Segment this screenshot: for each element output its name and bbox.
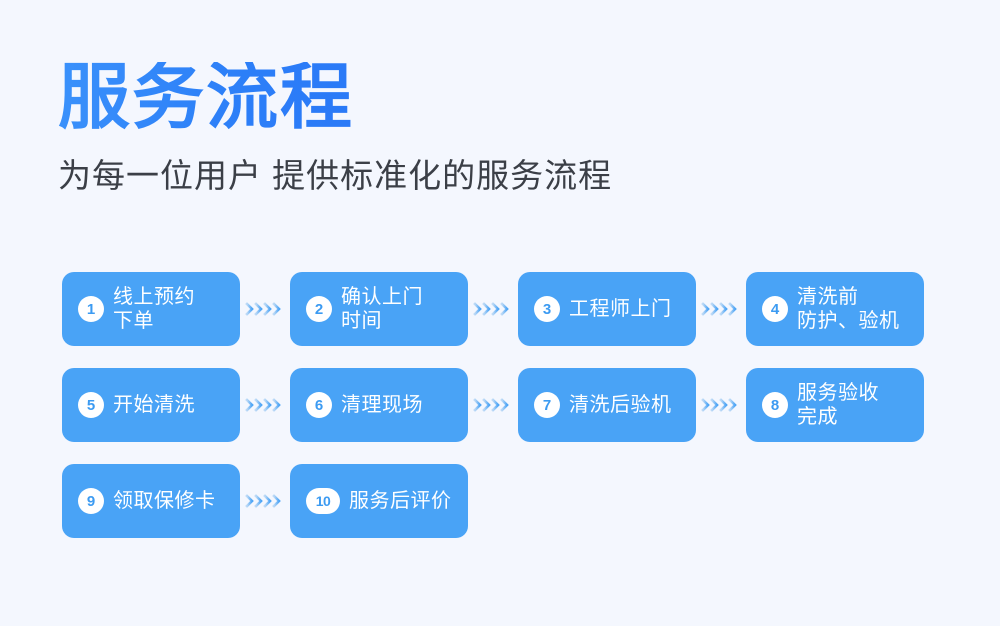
step-number-badge: 2 [306, 296, 332, 322]
step-card-10[interactable]: 10 服务后评价 [290, 464, 468, 538]
step-label: 清洗后验机 [569, 393, 672, 416]
step-label: 确认上门 时间 [341, 285, 423, 332]
process-flow: 1 线上预约 下单 2 确认上门 时间 3 工程师上门 4 清洗前 防护、验机 5 开始清洗 6 清理… [62, 272, 942, 538]
flow-row-2: 5 开始清洗 6 清理现场 7 清洗后验机 8 服务验收 完成 [62, 368, 942, 442]
step-number-badge: 10 [306, 488, 340, 514]
step-number-badge: 9 [78, 488, 104, 514]
arrow-spacer [468, 491, 518, 511]
step-number-badge: 3 [534, 296, 560, 322]
step-label: 服务后评价 [349, 489, 452, 512]
step-card-8[interactable]: 8 服务验收 完成 [746, 368, 924, 442]
step-card-6[interactable]: 6 清理现场 [290, 368, 468, 442]
step-card-4[interactable]: 4 清洗前 防护、验机 [746, 272, 924, 346]
chevrons-right-icon [468, 299, 518, 319]
chevrons-right-icon [696, 299, 746, 319]
chevrons-right-icon [468, 395, 518, 415]
step-card-5[interactable]: 5 开始清洗 [62, 368, 240, 442]
arrow-spacer [924, 299, 974, 319]
step-number-badge: 7 [534, 392, 560, 418]
step-label: 清洗前 防护、验机 [797, 285, 900, 332]
chevrons-right-icon [240, 299, 290, 319]
step-number-badge: 1 [78, 296, 104, 322]
arrow-spacer [924, 395, 974, 415]
step-label: 服务验收 完成 [797, 381, 879, 428]
step-number-badge: 4 [762, 296, 788, 322]
page-title: 服务流程 [58, 58, 355, 138]
flow-row-1: 1 线上预约 下单 2 确认上门 时间 3 工程师上门 4 清洗前 防护、验机 [62, 272, 942, 346]
chevrons-right-icon [240, 491, 290, 511]
step-number-badge: 5 [78, 392, 104, 418]
step-card-3[interactable]: 3 工程师上门 [518, 272, 696, 346]
step-label: 线上预约 下单 [113, 285, 195, 332]
step-label: 开始清洗 [113, 393, 195, 416]
step-label: 工程师上门 [569, 297, 672, 320]
step-number-badge: 6 [306, 392, 332, 418]
step-label: 领取保修卡 [113, 489, 216, 512]
heading-block: 服务流程 为每一位用户 提供标准化的服务流程 [58, 62, 958, 196]
step-card-7[interactable]: 7 清洗后验机 [518, 368, 696, 442]
step-card-2[interactable]: 2 确认上门 时间 [290, 272, 468, 346]
chevrons-right-icon [696, 395, 746, 415]
page-subtitle: 为每一位用户 提供标准化的服务流程 [58, 157, 613, 194]
chevrons-right-icon [240, 395, 290, 415]
step-card-1[interactable]: 1 线上预约 下单 [62, 272, 240, 346]
step-number-badge: 8 [762, 392, 788, 418]
step-label: 清理现场 [341, 393, 423, 416]
flow-row-3: 9 领取保修卡 10 服务后评价 [62, 464, 942, 538]
step-card-9[interactable]: 9 领取保修卡 [62, 464, 240, 538]
